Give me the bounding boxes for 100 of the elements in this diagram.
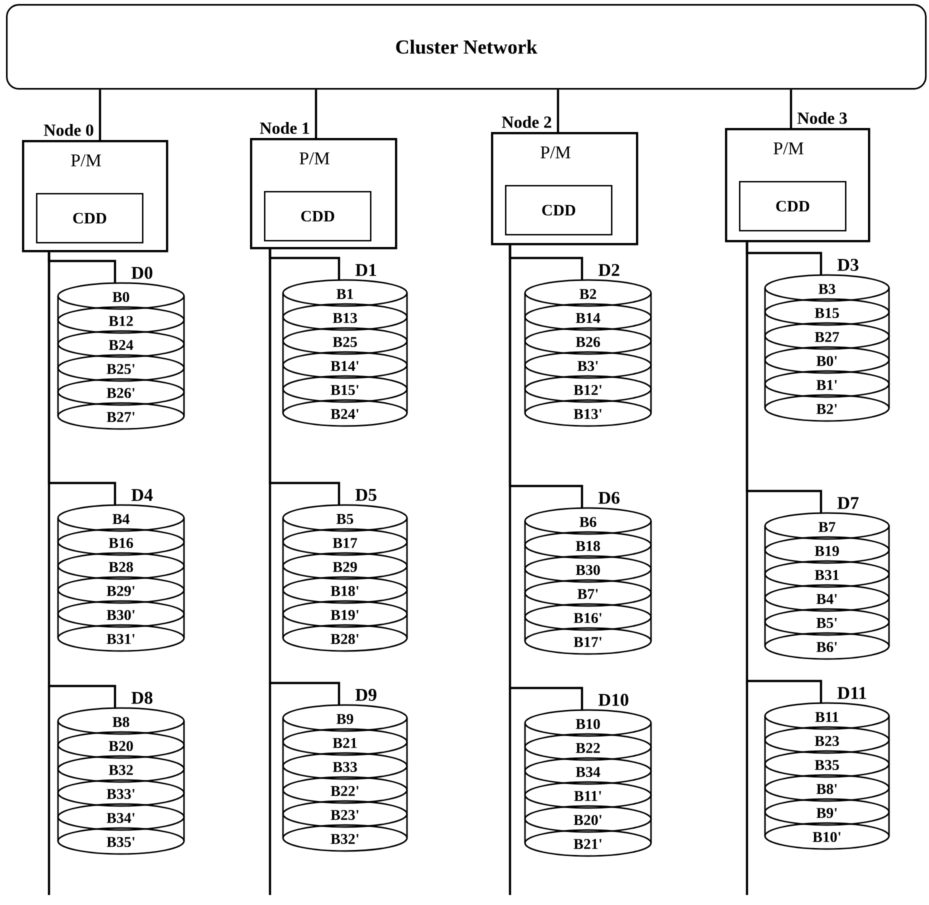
cdd-box: CDD (505, 185, 612, 236)
node-label: B1 (336, 289, 353, 299)
node-label: B32 (108, 764, 133, 776)
node-label: B15 (814, 308, 839, 318)
node-label: B4' (816, 594, 837, 604)
node-label: B27' (106, 412, 134, 422)
node-label: B6 (580, 516, 596, 528)
node-label: B6' (816, 642, 837, 652)
node-label: B33' (106, 788, 134, 800)
node-label: B5 (336, 514, 354, 524)
node-label: B3' (577, 360, 598, 372)
connector-line (556, 90, 560, 132)
node-label: B4 (112, 514, 130, 524)
node-label: B2 (580, 289, 596, 299)
node-label: B11' (574, 791, 601, 801)
node-label: B23' (330, 810, 358, 820)
disk-stack: B4 B16 B28 B29' B30' B31' (57, 504, 185, 652)
cdd-box: CDD (36, 193, 144, 244)
node-label: B13 (332, 312, 357, 324)
node-label: B20 (108, 740, 133, 752)
disk-stack: B10 B22 B34 B11' B20' B21' (524, 709, 652, 857)
connector-line (268, 249, 340, 705)
node-label: B1' (816, 380, 837, 390)
disk-label: D0 (131, 266, 152, 279)
node-label: B18' (330, 586, 358, 596)
node-label: B11 (815, 712, 838, 722)
node-label: B35' (106, 836, 134, 848)
disk-label: D3 (837, 258, 858, 271)
disk-label: D5 (355, 488, 376, 501)
disk-stack: B1 B13 B25 B14' B15' B24' (282, 279, 408, 427)
node-label: B9 (336, 714, 354, 724)
node-label: B9' (816, 808, 837, 818)
disk-stack: B7 B19 B31 B4' B5' B6' (764, 512, 890, 660)
node-label: B17' (574, 637, 602, 647)
node-label: B22' (330, 786, 358, 796)
disk-label: D8 (131, 692, 152, 704)
connector-line (48, 252, 116, 708)
node-label: B20' (574, 814, 602, 826)
disk-label: D11 (837, 687, 866, 699)
node-label: Node 3 (797, 112, 847, 124)
node-label: B3 (818, 284, 836, 294)
node-label: B2' (816, 404, 837, 414)
node-label: B14' (330, 361, 358, 371)
disk-label: D10 (598, 694, 628, 706)
connector-line (790, 90, 792, 128)
disk-stack: B2 B14 B26 B3' B12' B13' (524, 279, 652, 427)
node-label: B24' (330, 409, 358, 419)
node-label: B8 (112, 716, 130, 728)
node-label: B7 (818, 522, 836, 532)
node-label: B24 (108, 340, 134, 350)
disk-stack: B5 B17 B29 B18' B19' B28' (282, 504, 408, 652)
node-label: B0 (112, 292, 130, 302)
node-label: B33 (332, 762, 357, 772)
node-label: B35 (814, 760, 839, 770)
node-label: B32' (330, 834, 358, 844)
connector-line (508, 245, 584, 710)
node-label: B12' (574, 385, 602, 395)
disk-stack: B6 B18 B30 B7' B16' B17' (524, 507, 652, 655)
node-label: B8' (816, 784, 837, 794)
node-label: B7' (577, 589, 598, 599)
disk-stack: B8 B20 B32 B33' B34' B35' (57, 707, 185, 855)
disk-stack: B3 B15 B27 B0' B1' B2' (764, 274, 890, 422)
node-label: B31' (106, 634, 134, 644)
node-label: B22 (576, 743, 600, 753)
network-bar: Cluster Network (6, 4, 927, 90)
node-label: B28' (330, 634, 358, 644)
node-label: B16' (574, 612, 602, 624)
node-label: B19 (814, 546, 839, 556)
disk-stack: B0 B12 B24 B25' B26' B27' (57, 282, 185, 430)
node-label: B26' (106, 388, 134, 398)
cdd-box: CDD (739, 181, 846, 232)
node-label: B30 (576, 564, 600, 576)
cdd-box: CDD (264, 191, 372, 242)
node-label: B21' (574, 839, 602, 849)
node-label: B12 (108, 316, 133, 326)
connector-line (314, 90, 318, 138)
node-label: B31 (814, 570, 839, 580)
node-label: B17 (332, 538, 358, 548)
node-label: B14 (576, 313, 600, 323)
disk-stack: B9 B21 B33 B22' B23' B32' (282, 704, 408, 852)
node-label: B16 (108, 538, 134, 548)
node-label: B29 (332, 562, 357, 572)
node-label: B25' (106, 364, 134, 374)
disk-label: D1 (355, 264, 376, 276)
disk-label: D2 (598, 264, 620, 276)
node-label: B19' (330, 610, 358, 620)
disk-stack: B11 B23 B35 B8' B9' B10' (764, 702, 890, 850)
node-label: B21 (332, 738, 357, 748)
node-label: B18 (576, 540, 600, 552)
node-label: B25 (332, 336, 357, 348)
node-label: B0' (816, 356, 837, 366)
node-label: Node 2 (502, 116, 552, 128)
node-label: B10 (576, 718, 600, 730)
node-label: B10' (812, 832, 840, 842)
node-label: B5' (816, 618, 837, 628)
disk-label: D6 (598, 492, 620, 504)
node-label: B29' (106, 586, 134, 596)
node-label: B15' (330, 385, 358, 395)
node-label: B23 (814, 736, 839, 746)
node-label: B26 (576, 336, 600, 348)
